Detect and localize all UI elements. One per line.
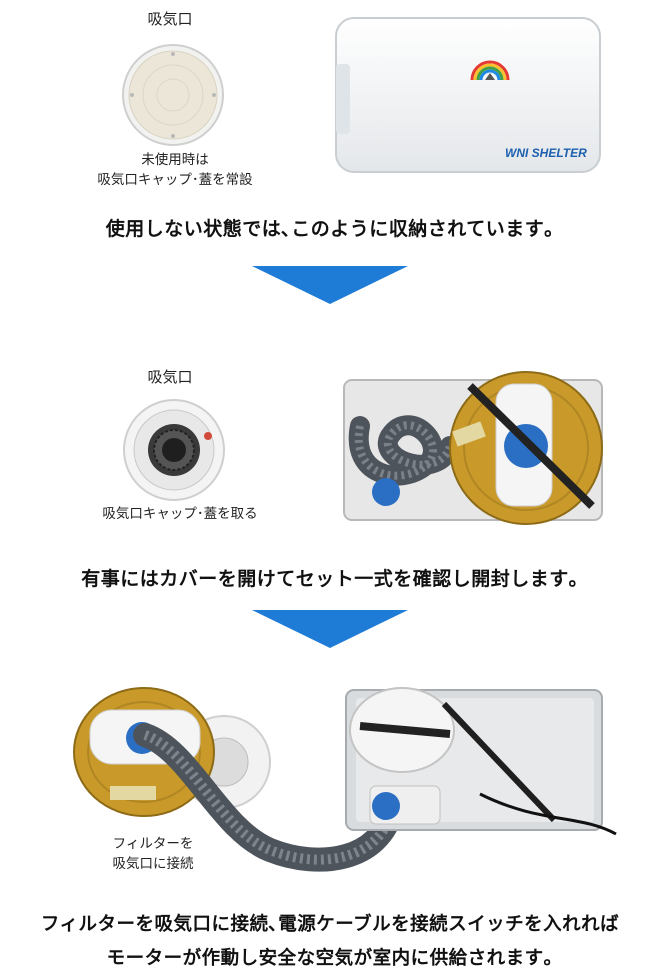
filter-caption-line2: 吸気口に接続 [112, 856, 194, 872]
down-arrow-icon [252, 610, 408, 648]
intake-label-1: 吸気口 [147, 10, 193, 28]
intake-label-2: 吸気口 [147, 368, 193, 386]
intake-caption-2: 吸気口キャップ･蓋を取る [102, 506, 258, 522]
filter-caption-line1: フィルターを [112, 836, 194, 852]
headline-1: 使用しない状態では､このように収納されています｡ [105, 218, 555, 240]
headline-2: 有事にはカバーを開けてセット一式を確認し開封します｡ [81, 568, 579, 590]
intake-caption-line1: 未使用時は [141, 152, 209, 168]
headline-3-line1: フィルターを吸気口に接続､電源ケーブルを接続スイッチを入れれば [40, 914, 620, 935]
intake-cap-closed-image [122, 44, 224, 146]
connecting-hose-image [133, 723, 404, 872]
shelter-unit-closed-image [335, 17, 601, 173]
intake-caption-line2: 吸気口キャップ･蓋を常設 [97, 172, 253, 188]
shelter-unit-opened-image [343, 371, 603, 525]
filter-caption: フィルターを 吸気口に接続 [98, 834, 208, 874]
intake-caption-1: 未使用時は 吸気口キャップ･蓋を常設 [80, 150, 270, 190]
down-arrow-icon [252, 266, 408, 304]
brand-logo: WNI SHELTER [505, 146, 587, 160]
headline-3-line2: モーターが作動し安全な空気が室内に供給されます｡ [106, 948, 554, 969]
shelter-unit-operating-image [345, 687, 617, 836]
intake-open-image [123, 399, 225, 501]
